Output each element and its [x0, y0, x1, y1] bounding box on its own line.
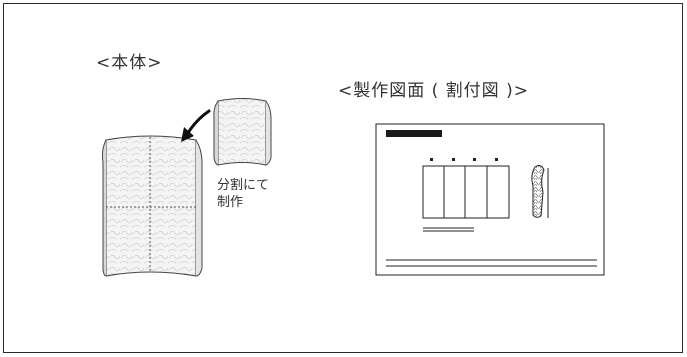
pattern-detail [531, 165, 549, 218]
panel-layout [422, 158, 510, 219]
split-note-line2: 制作 [217, 195, 244, 210]
drawing-sheet [375, 123, 605, 276]
main-fabric-panel [101, 135, 203, 277]
curved-arrow-icon [181, 109, 211, 142]
split-piece [213, 98, 272, 166]
drawing-title-bar [386, 130, 442, 137]
footer-lines [386, 259, 597, 267]
split-note: 分割にて 制作 [217, 177, 269, 211]
caption-lines [423, 227, 474, 232]
split-note-line1: 分割にて [217, 178, 270, 193]
drawing-label: <製作図面 ( 割付図 )> [338, 81, 529, 101]
body-label: <本体> [96, 53, 163, 73]
figure-frame [3, 3, 683, 353]
